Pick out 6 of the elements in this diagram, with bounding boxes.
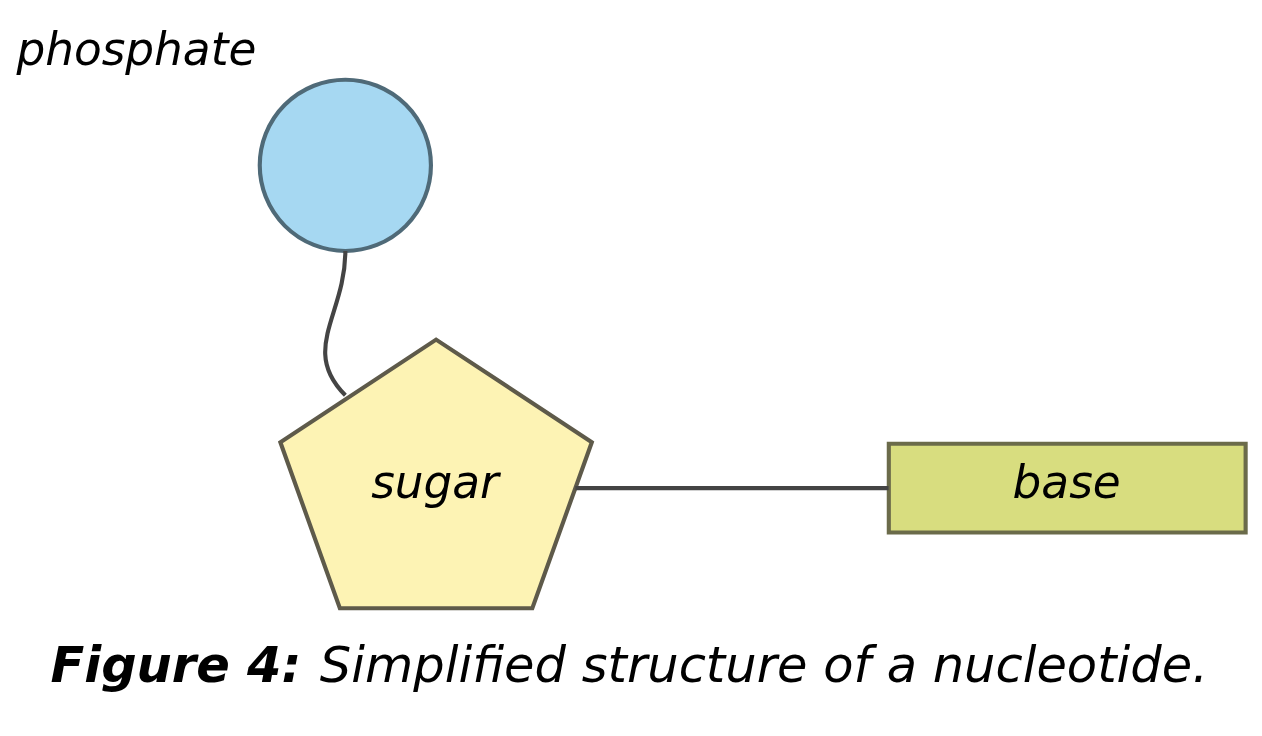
connector bbox=[323, 250, 348, 397]
node-circle bbox=[257, 77, 433, 253]
node-label: phosphate bbox=[16, 21, 257, 75]
node-box: base bbox=[886, 441, 1248, 535]
connector bbox=[575, 485, 889, 490]
caption: Figure 4: Simplified structure of a nucleotide. bbox=[50, 635, 1208, 694]
